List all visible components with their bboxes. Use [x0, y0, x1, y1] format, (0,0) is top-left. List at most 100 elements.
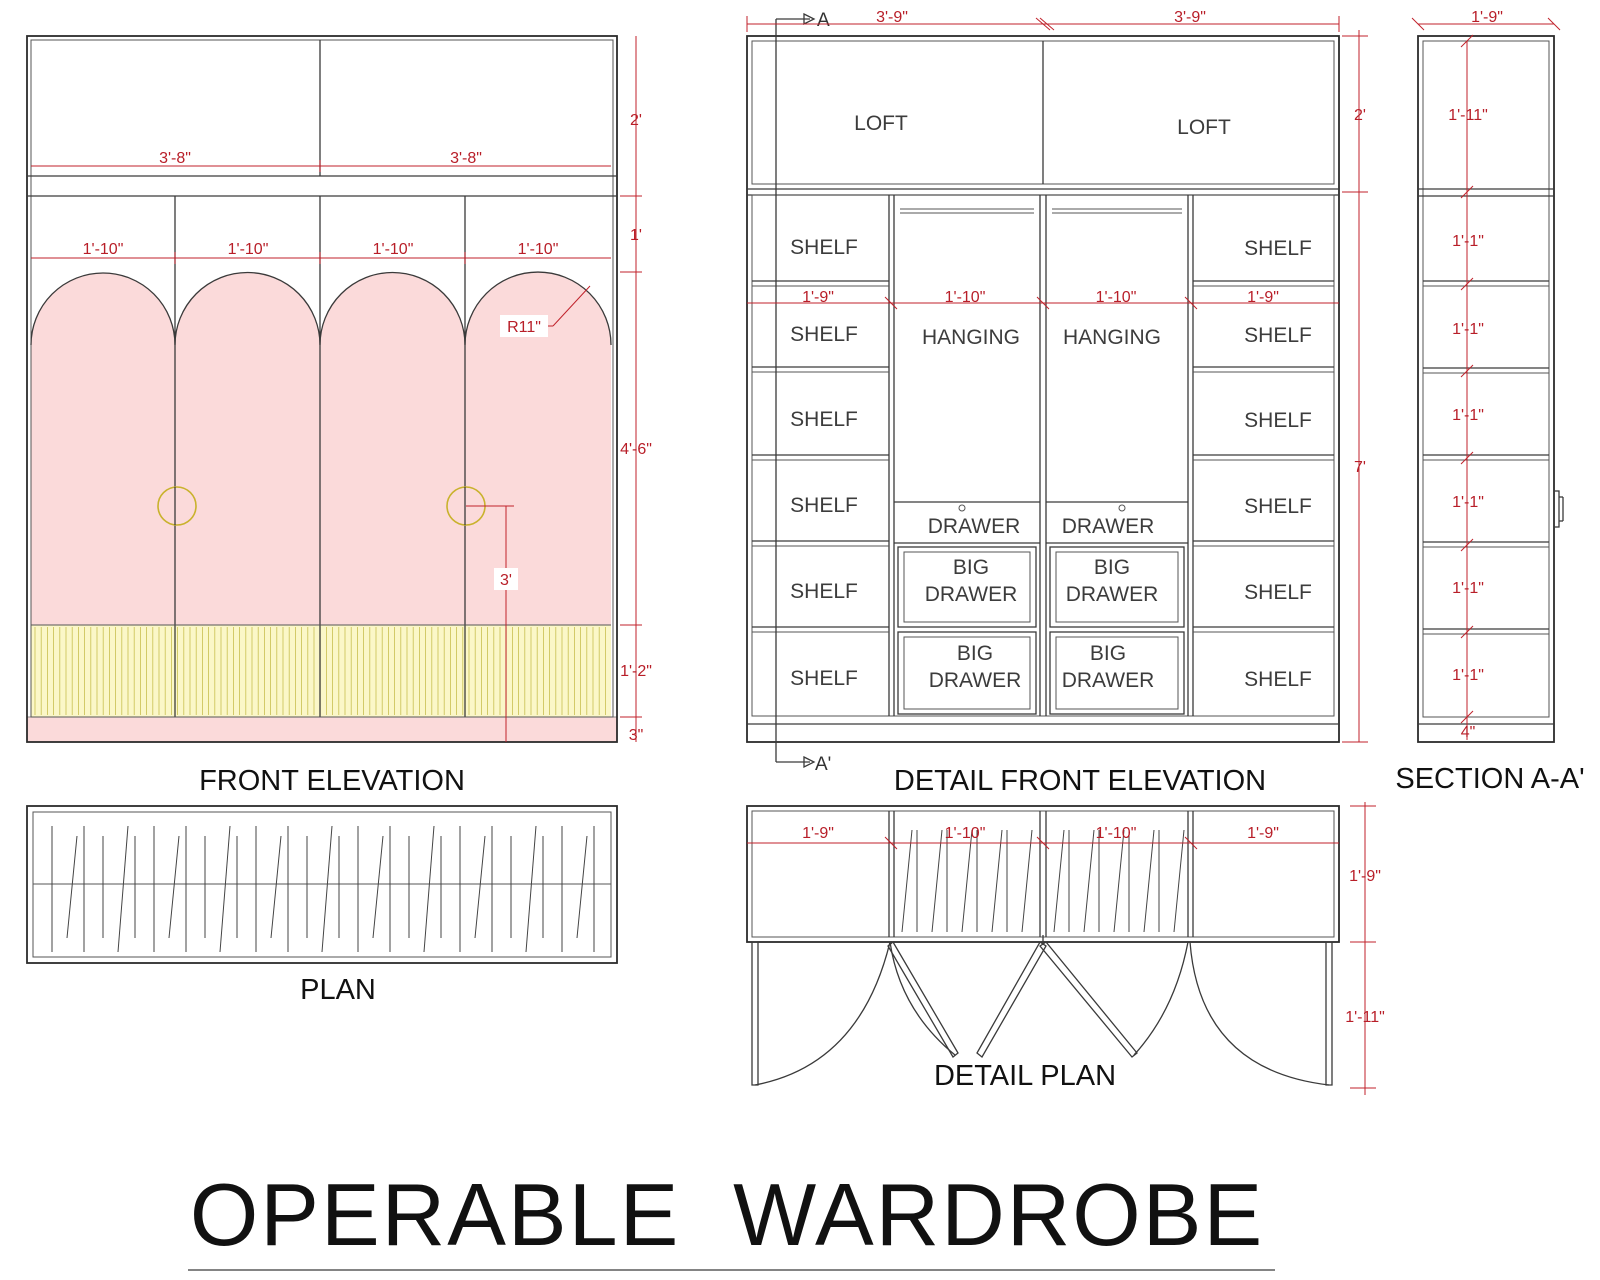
detail-plan-hatch-line [991, 829, 1003, 933]
dim-door-2: 1'-10" [228, 241, 269, 258]
detail-shelves [752, 280, 1334, 633]
detail-plan-hatch-line [1053, 829, 1065, 933]
front-base-plinth [26, 716, 618, 743]
dim-detail-plan-depth: 1'-9" [1349, 868, 1381, 885]
front-elevation-title: FRONT ELEVATION [199, 765, 465, 797]
dim-h-door: 4'-6" [620, 441, 652, 458]
dim-loft-right: 3'-8" [450, 150, 482, 167]
detail-plan-hatch-line [931, 829, 943, 933]
big-drawer-4-line2: DRAWER [1062, 669, 1155, 692]
shelf-label-right: SHELF [1244, 581, 1312, 604]
dim-door-4: 1'-10" [518, 241, 559, 258]
dim-section-h-loft: 1'-11" [1448, 107, 1488, 124]
section-dim-tick [1460, 451, 1474, 465]
dim-loft-left: 3'-8" [159, 150, 191, 167]
dim-h-slats: 1'-2" [620, 663, 652, 680]
big-drawer-1-line2: DRAWER [925, 583, 1018, 606]
front-elevation: 3'-8" 3'-8" 1'-10" 1'-10" 1'-10" 1'-10" … [26, 35, 652, 797]
shelf-label-right: SHELF [1244, 409, 1312, 432]
plan-outer [26, 805, 618, 964]
dim-detail-h-loft: 2' [1354, 107, 1366, 124]
plan-hatch-line [423, 825, 435, 953]
dim-detail-col-1: 1'-9" [802, 289, 834, 306]
front-slat-band [31, 625, 611, 717]
shelf-label-left: SHELF [790, 580, 858, 603]
front-slat-lines [34, 627, 606, 715]
section-title: SECTION A-A' [1395, 763, 1584, 795]
detail-plan-hatch-line [1143, 829, 1155, 933]
front-outer-frame [26, 35, 618, 743]
section-shelves [1423, 280, 1549, 635]
door-swings [751, 935, 1333, 1086]
main-title: OPERABLE WARDROBE [190, 1165, 1264, 1264]
plan-hatch-line [219, 825, 231, 953]
plan-hatch-line [372, 835, 384, 939]
front-arches [30, 271, 612, 346]
detail-plan-hatch-line [1113, 829, 1125, 933]
detail-plan-hatch-marks [901, 829, 1185, 933]
section-dim-tick [1460, 185, 1474, 199]
big-drawer-2-line2: DRAWER [1066, 583, 1159, 606]
loft-label-right: LOFT [1177, 116, 1231, 139]
shelf-label-right: SHELF [1244, 495, 1312, 518]
shelf-labels: SHELF SHELF SHELF SHELF SHELF SHELF SHELF SHELF… [790, 236, 1312, 691]
shelf-label-left: SHELF [790, 236, 858, 259]
drawer-label-left: DRAWER [928, 515, 1021, 538]
loft-label-left: LOFT [854, 112, 908, 135]
big-drawer-1-line1: BIG [953, 556, 989, 579]
dim-detail-plan-swing: 1'-11" [1345, 1009, 1385, 1026]
plan-hatch-line [168, 835, 180, 939]
hanging-label-left: HANGING [922, 326, 1020, 349]
big-drawer-2-line1: BIG [1094, 556, 1130, 579]
section-mark-bottom: A' [815, 754, 831, 775]
shelf-label-left: SHELF [790, 408, 858, 431]
dim-section-h-shelf-2: 1'-1" [1452, 321, 1484, 338]
dim-door-1: 1'-10" [83, 241, 124, 258]
plan-hatch-line [525, 825, 537, 953]
dim-section-h-shelf-1: 1'-1" [1452, 233, 1484, 250]
dim-handle-height: 3' [500, 572, 512, 589]
plan-hatch-line [474, 835, 486, 939]
big-drawer-3-line1: BIG [957, 642, 993, 665]
plan-hatch-marks [51, 825, 595, 953]
plan-hatch-line [66, 835, 78, 939]
shelf-label-left: SHELF [790, 494, 858, 517]
dim-detail-plan-col-3: 1'-10" [1096, 825, 1137, 842]
shelf-label-right: SHELF [1244, 668, 1312, 691]
dim-detail-col-2: 1'-10" [945, 289, 986, 306]
front-doors-fill [31, 272, 611, 625]
detail-plan-hatch-line [1083, 829, 1095, 933]
dim-radius: R11" [507, 319, 541, 336]
dim-h-base: 3" [629, 727, 644, 744]
dim-detail-plan-col-1: 1'-9" [802, 825, 834, 842]
detail-plan-hatch-line [901, 829, 913, 933]
shelf-label-left: SHELF [790, 323, 858, 346]
big-drawer-4-line1: BIG [1090, 642, 1126, 665]
dim-detail-top-left: 3'-9" [876, 9, 908, 26]
shelf-label-right: SHELF [1244, 324, 1312, 347]
detail-outer-frame [746, 35, 1340, 743]
front-handle-left [157, 486, 197, 526]
plan-hatch-line [321, 825, 333, 953]
detail-front-elevation-title: DETAIL FRONT ELEVATION [894, 765, 1266, 797]
shelf-label-right: SHELF [1244, 237, 1312, 260]
section-door-handle [1553, 490, 1560, 528]
section-mark-top: A [817, 10, 830, 31]
plan-title: PLAN [300, 974, 376, 1006]
detail-plan-hatch-line [1021, 829, 1033, 933]
big-drawer-3-line2: DRAWER [929, 669, 1022, 692]
dim-section-h-shelf-3: 1'-1" [1452, 407, 1484, 424]
section-dim-tick [1460, 710, 1474, 724]
dim-detail-top-right: 3'-9" [1174, 9, 1206, 26]
dim-door-3: 1'-10" [373, 241, 414, 258]
detail-plan-title: DETAIL PLAN [934, 1060, 1116, 1092]
shelf-label-left: SHELF [790, 667, 858, 690]
dim-detail-col-3: 1'-10" [1096, 289, 1137, 306]
dim-h-loft: 2' [630, 112, 642, 129]
dim-detail-col-4: 1'-9" [1247, 289, 1279, 306]
section-dim-tick [1460, 34, 1474, 48]
dim-section-h-shelf-6: 1'-1" [1452, 667, 1484, 684]
plan-hatch-line [117, 825, 129, 953]
